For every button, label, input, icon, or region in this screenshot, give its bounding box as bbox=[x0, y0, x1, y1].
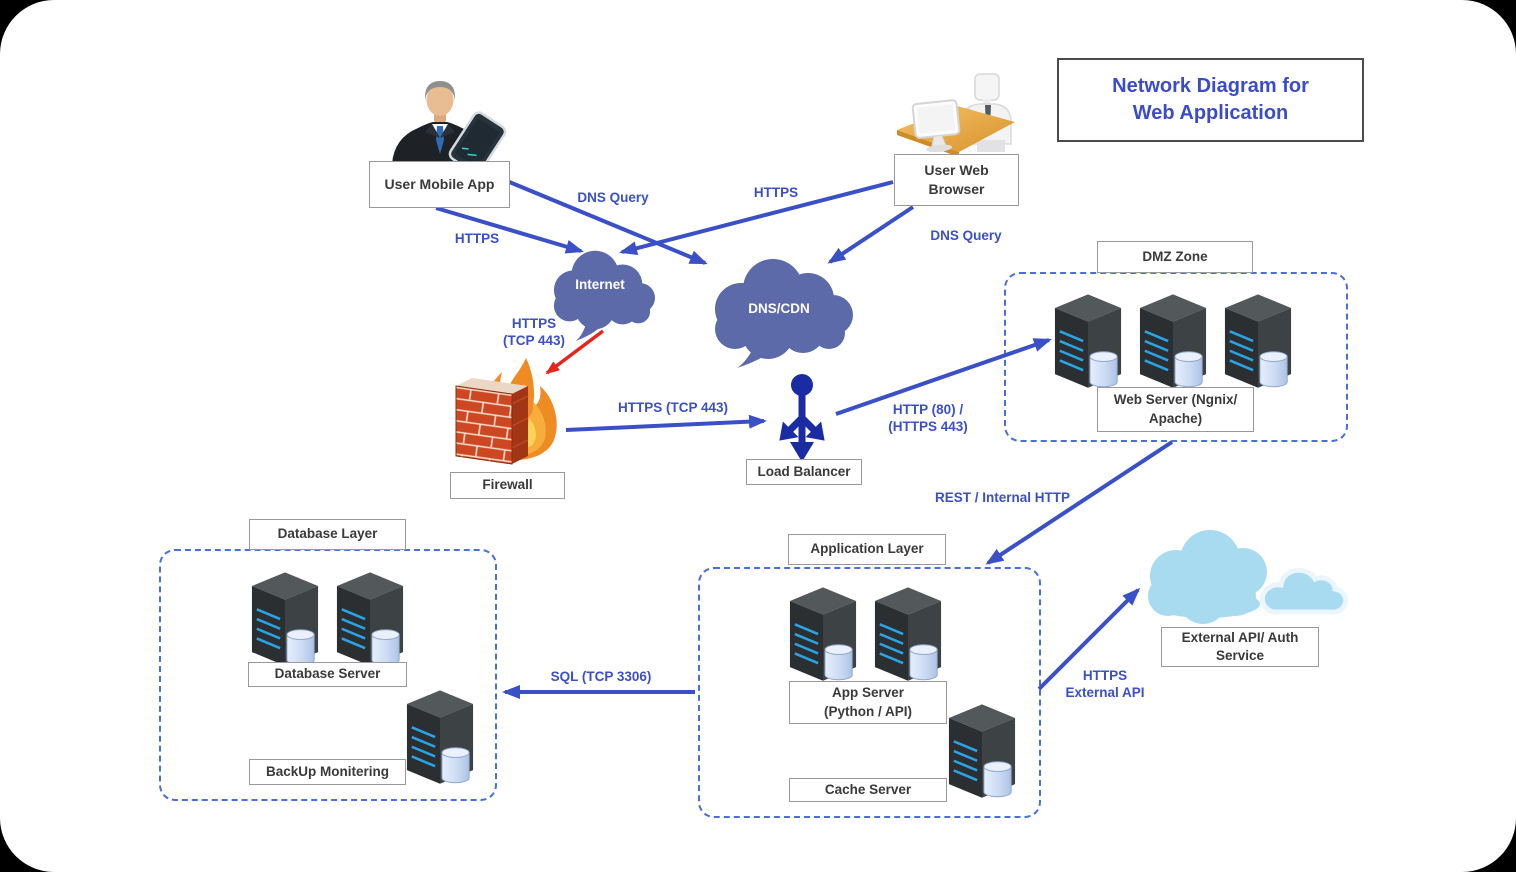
load-balancer-icon bbox=[779, 374, 825, 462]
edge-label-app-external-line1: HTTPS bbox=[1082, 668, 1128, 683]
edge-firewall-to-lb bbox=[565, 414, 767, 432]
edge-label-internet-firewall: HTTPS (TCP 443) bbox=[478, 316, 590, 350]
app-server-text-line1: App Server bbox=[831, 685, 905, 701]
user-mobile-app-label: User Mobile App bbox=[369, 161, 510, 208]
user-web-browser-text: User Web Browser bbox=[924, 162, 989, 197]
edge-label-web-app: REST / Internal HTTP bbox=[905, 490, 1100, 507]
edge-label-browser-dns: DNS Query bbox=[916, 228, 1016, 245]
internet-text: Internet bbox=[575, 277, 625, 292]
application-layer-title: Application Layer bbox=[788, 534, 946, 565]
diagram-title: Network Diagram for Web Application bbox=[1057, 58, 1364, 142]
edge-label-lb-web-line1: HTTP (80) / bbox=[892, 402, 964, 417]
monitor-icon bbox=[911, 99, 961, 153]
server-tower-icon bbox=[405, 688, 475, 788]
edge-label-internet-firewall-line2: (TCP 443) bbox=[502, 332, 566, 348]
app-server-text-line2: (Python / API) bbox=[824, 703, 912, 719]
dns-cdn-text: DNS/CDN bbox=[748, 301, 810, 316]
dmz-zone-text: DMZ Zone bbox=[1142, 248, 1208, 264]
edge-label-browser-internet: HTTPS bbox=[736, 185, 816, 202]
business-user-tablet-icon bbox=[392, 81, 507, 164]
server-tower-icon bbox=[1053, 292, 1123, 392]
edge-label-firewall-lb-text: HTTPS (TCP 443) bbox=[617, 400, 729, 415]
edge-label-mobile-dns-text: DNS Query bbox=[577, 190, 649, 205]
user-at-desk-icon bbox=[897, 73, 1015, 157]
dns-cdn-label: DNS/CDN bbox=[729, 301, 829, 316]
internet-label: Internet bbox=[555, 277, 645, 292]
database-layer-title: Database Layer bbox=[249, 519, 406, 550]
edge-label-web-app-text: REST / Internal HTTP bbox=[934, 490, 1070, 505]
server-tower-icon bbox=[1223, 292, 1293, 392]
edge-label-mobile-internet: HTTPS bbox=[437, 231, 517, 248]
server-tower-icon bbox=[335, 570, 405, 670]
edge-label-internet-firewall-line1: HTTPS bbox=[511, 316, 557, 331]
database-layer-text: Database Layer bbox=[277, 526, 378, 542]
edge-label-lb-web: HTTP (80) / (HTTPS 443) bbox=[853, 402, 1003, 436]
application-layer-text: Application Layer bbox=[810, 541, 924, 557]
edge-label-browser-dns-text: DNS Query bbox=[930, 228, 1002, 243]
diagram-title-line1: Network Diagram for bbox=[1112, 75, 1309, 97]
external-api-text-line1: External API/ Auth bbox=[1181, 629, 1299, 645]
tablet-icon bbox=[448, 111, 507, 164]
edge-label-mobile-dns: DNS Query bbox=[563, 190, 663, 207]
internet-cloud-icon bbox=[553, 250, 655, 342]
web-server-label: Web Server (Ngnix/ Apache) bbox=[1097, 387, 1254, 432]
user-web-browser-label: User Web Browser bbox=[894, 154, 1019, 206]
server-tower-icon bbox=[788, 585, 858, 685]
app-server-label: App Server (Python / API) bbox=[789, 681, 947, 724]
dmz-zone-title: DMZ Zone bbox=[1097, 241, 1253, 273]
server-tower-icon bbox=[947, 702, 1017, 802]
firewall-brick-flames-icon bbox=[455, 358, 557, 465]
database-server-label: Database Server bbox=[248, 662, 407, 687]
web-server-text-line1: Web Server (Ngnix/ bbox=[1113, 392, 1238, 408]
firewall-text: Firewall bbox=[482, 477, 533, 493]
edge-label-firewall-lb: HTTPS (TCP 443) bbox=[595, 400, 751, 417]
web-server-text-line2: Apache) bbox=[1148, 410, 1203, 426]
external-api-text-line2: Service bbox=[1215, 648, 1265, 663]
server-tower-icon bbox=[873, 585, 943, 685]
edge-label-app-external: HTTPS External API bbox=[1038, 668, 1172, 702]
edge-label-app-db: SQL (TCP 3306) bbox=[525, 669, 677, 686]
load-balancer-label: Load Balancer bbox=[746, 459, 862, 485]
external-api-cloud-icon bbox=[1148, 530, 1348, 624]
edge-label-mobile-internet-text: HTTPS bbox=[454, 231, 500, 246]
dns-cdn-cloud-icon bbox=[715, 259, 853, 368]
backup-monitoring-text: BackUp Monitering bbox=[265, 763, 389, 779]
edge-label-app-external-line2: External API bbox=[1065, 684, 1145, 700]
diagram-title-line2: Web Application bbox=[1132, 102, 1289, 124]
cache-server-text: Cache Server bbox=[824, 781, 912, 797]
backup-monitoring-label: BackUp Monitering bbox=[249, 759, 406, 785]
user-mobile-app-text: User Mobile App bbox=[384, 176, 495, 193]
edge-label-app-db-text: SQL (TCP 3306) bbox=[550, 669, 652, 684]
server-tower-icon bbox=[250, 570, 320, 670]
database-layer-boundary bbox=[159, 549, 497, 801]
cache-server-label: Cache Server bbox=[789, 778, 947, 802]
server-tower-icon bbox=[1138, 292, 1208, 392]
load-balancer-text: Load Balancer bbox=[757, 463, 851, 479]
edge-label-browser-internet-text: HTTPS bbox=[753, 185, 799, 200]
edge-label-lb-web-line2: (HTTPS 443) bbox=[888, 418, 968, 434]
firewall-label: Firewall bbox=[450, 472, 565, 499]
application-layer-boundary bbox=[698, 567, 1041, 818]
external-api-label: External API/ Auth Service bbox=[1161, 627, 1319, 667]
database-server-text: Database Server bbox=[274, 666, 381, 682]
